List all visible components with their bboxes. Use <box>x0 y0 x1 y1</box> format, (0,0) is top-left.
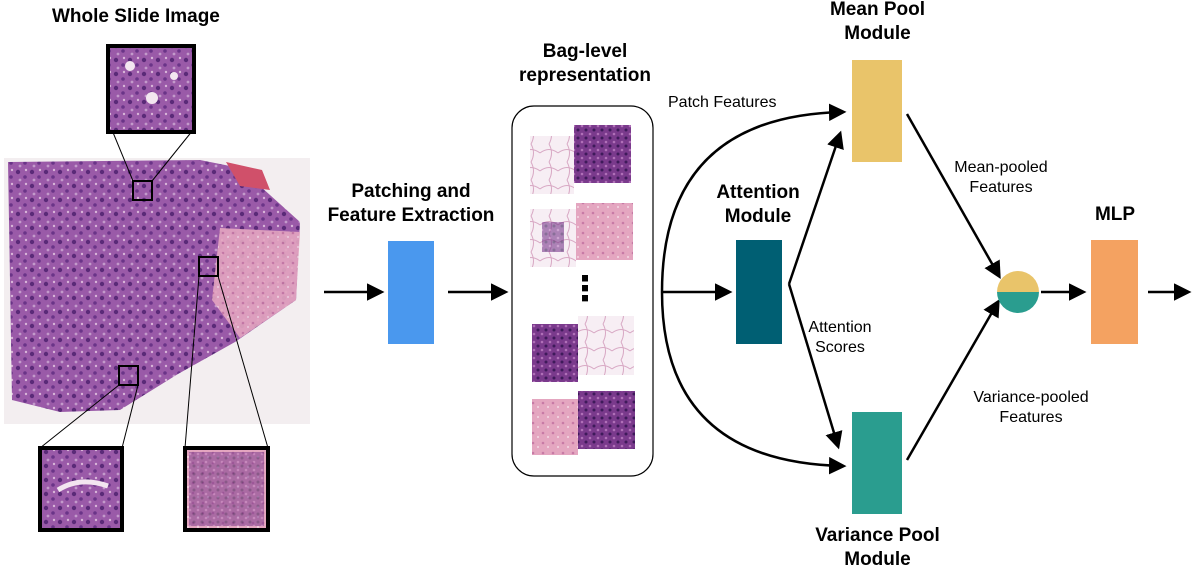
zoom-patch-top <box>106 44 196 134</box>
bag-label-line2: representation <box>519 64 651 86</box>
patching-label: Patching and Feature Extraction <box>316 180 506 228</box>
arrow-mean-to-combiner <box>905 113 1001 280</box>
mean-pooled-line2: Features <box>969 179 1033 196</box>
attention-module-label-line1: Attention <box>716 182 800 203</box>
zoom-patch-bottom-right <box>183 446 270 532</box>
roi-box-top <box>132 180 153 201</box>
mean-pooled-line1: Mean-pooled <box>954 159 1048 176</box>
mlp-label: MLP <box>1094 204 1136 225</box>
attention-module-block <box>736 240 782 344</box>
variance-pool-label: Variance Pool Module <box>790 524 965 572</box>
variance-pooled-label: Variance-pooled Features <box>950 388 1112 428</box>
variance-pool-label-line2: Module <box>844 548 911 570</box>
attention-scores-label: Attention Scores <box>795 318 885 358</box>
arrow-patch-features-to-mean <box>660 103 847 293</box>
mean-pool-label-line2: Module <box>844 22 911 44</box>
bag-label-line1: Bag-level <box>542 41 628 62</box>
arrow-variance-to-combiner <box>905 298 1000 461</box>
bag-container <box>511 105 654 477</box>
zoom-patch-bottom-left <box>38 446 124 532</box>
roi-box-right <box>198 256 219 277</box>
arrow-attention-to-variance <box>787 283 843 450</box>
mlp-block <box>1091 240 1138 344</box>
feature-extractor-block <box>388 241 434 344</box>
mean-pool-label-line1: Mean Pool <box>829 0 925 20</box>
arrow-patch-features-to-variance <box>660 291 847 475</box>
mean-pool-block <box>852 60 902 162</box>
mean-pool-label: Mean Pool Module <box>805 0 950 46</box>
attention-scores-line2: Scores <box>815 339 865 356</box>
patching-label-line1: Patching and <box>351 181 471 202</box>
whole-slide-image <box>4 158 310 424</box>
attention-module-label: Attention Module <box>698 181 818 229</box>
arrow-attention-to-mean <box>787 130 844 285</box>
variance-pooled-line2: Features <box>999 409 1063 426</box>
patch-features-label: Patch Features <box>668 94 777 111</box>
variance-pooled-line1: Variance-pooled <box>973 389 1089 406</box>
bag-patches <box>530 125 635 455</box>
tissue-region-pink <box>212 228 300 338</box>
tissue-region-red <box>226 162 270 190</box>
attention-scores-line1: Attention <box>808 319 872 336</box>
zoom-lines <box>39 129 269 449</box>
variance-pool-block <box>852 412 902 514</box>
patching-label-line2: Feature Extraction <box>327 204 495 226</box>
variance-pool-label-line1: Variance Pool <box>815 525 940 546</box>
concat-node <box>997 271 1039 313</box>
whole-slide-title: Whole Slide Image <box>52 6 220 27</box>
attention-module-label-line2: Module <box>724 205 792 227</box>
bag-label: Bag-level representation <box>505 40 665 88</box>
tissue-region <box>8 160 300 412</box>
roi-box-bottom <box>118 365 139 386</box>
bag-ellipsis: ⋮ <box>568 270 602 308</box>
mean-pooled-label: Mean-pooled Features <box>946 158 1056 198</box>
